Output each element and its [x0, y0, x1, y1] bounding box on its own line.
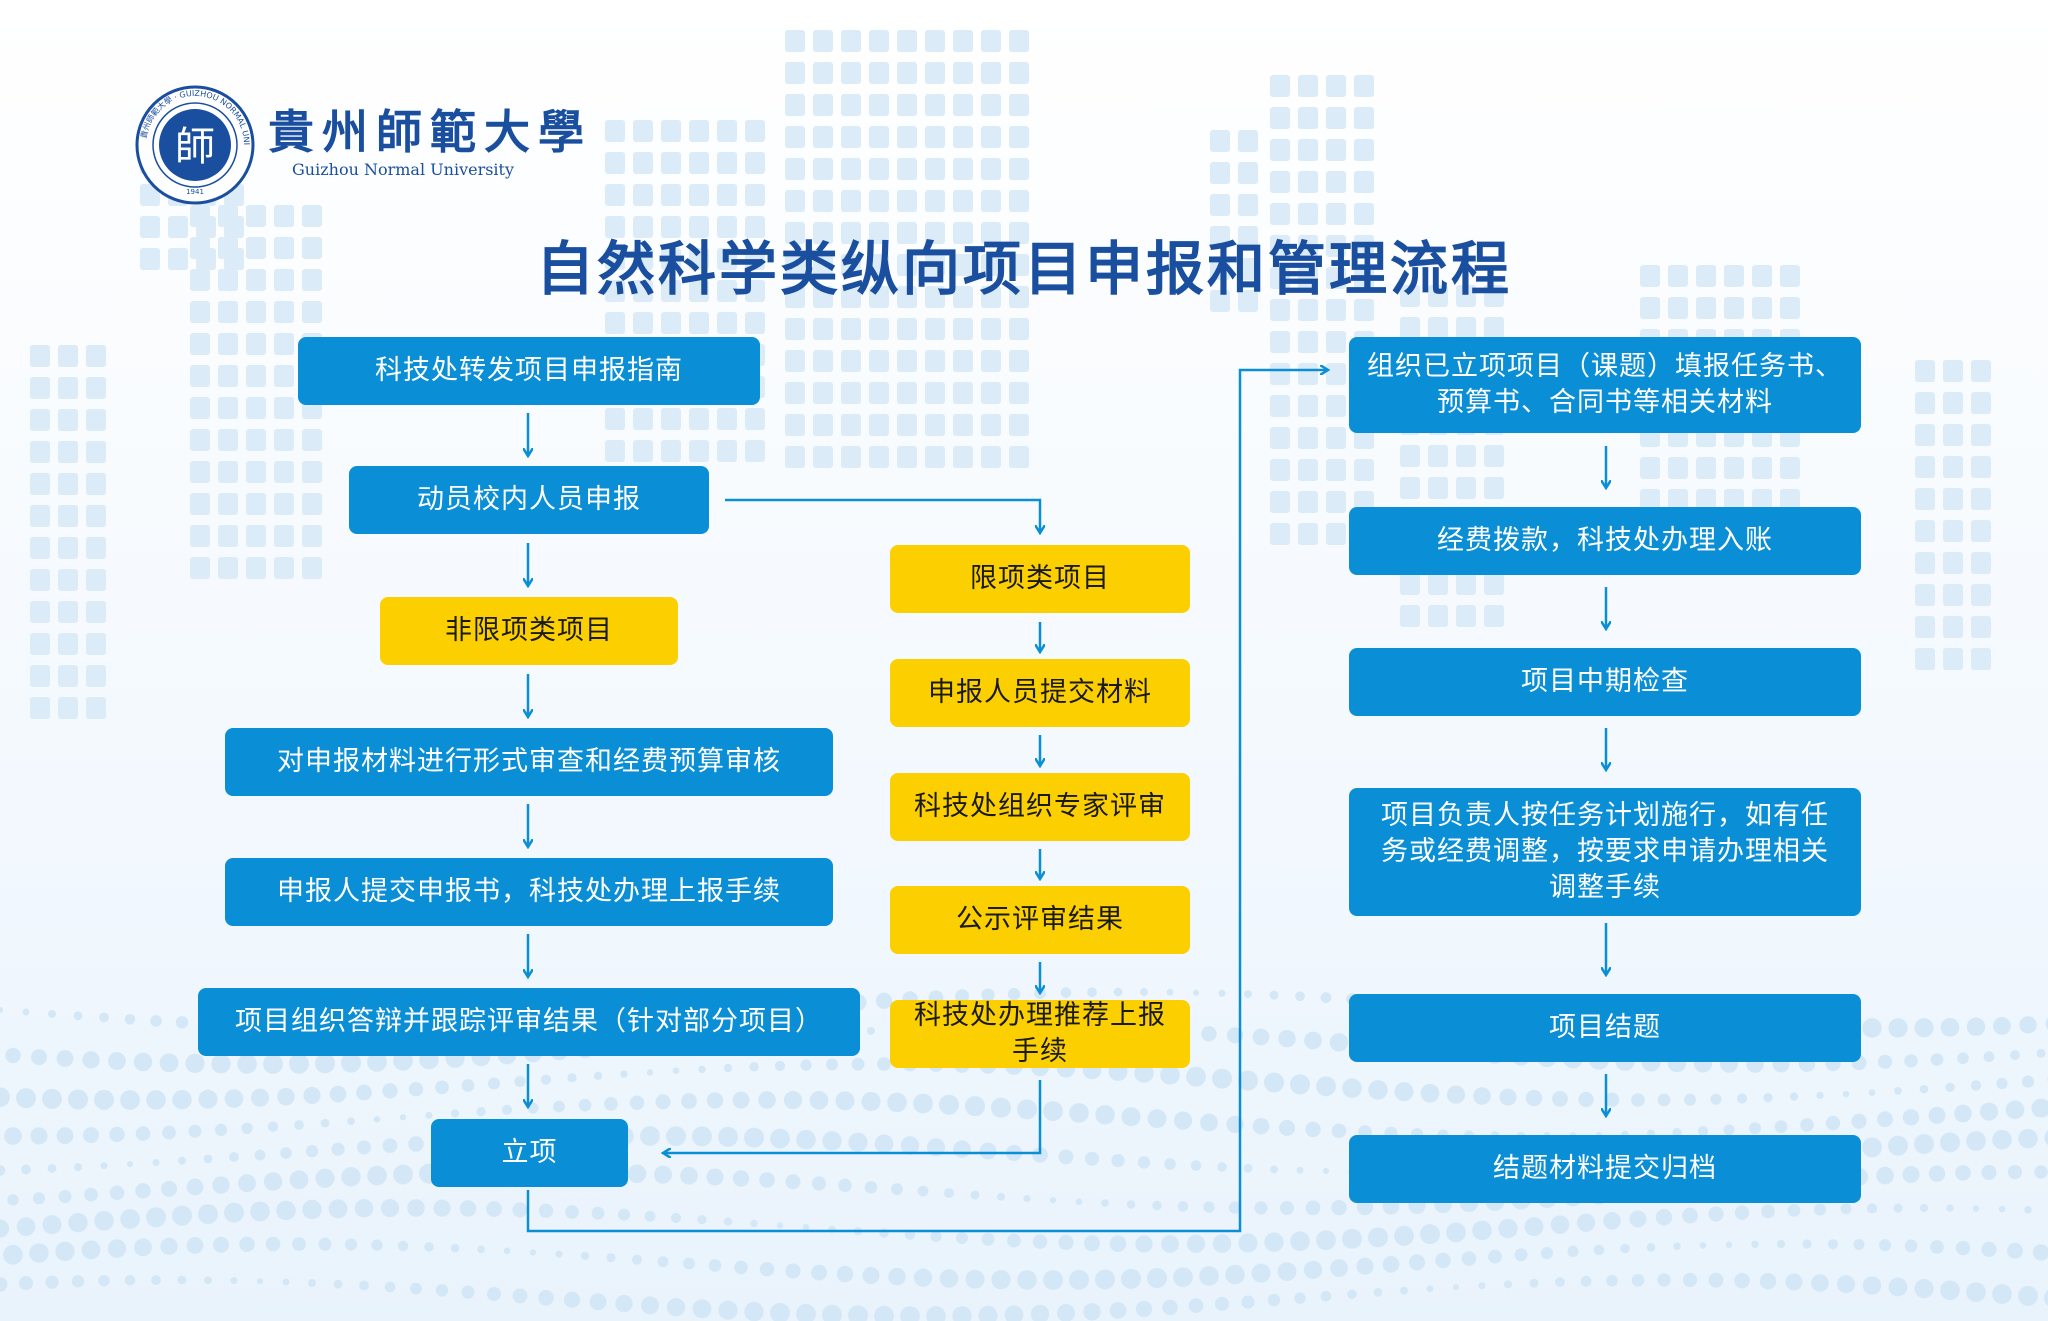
arrow-approval-to-task	[526, 370, 1328, 1233]
step-project-closure: 项目结题	[1349, 994, 1861, 1062]
step-fill-task-documents: 组织已立项项目（课题）填报任务书、 预算书、合同书等相关材料	[1349, 337, 1861, 433]
page-title: 自然科学类纵向项目申报和管理流程	[535, 235, 1512, 303]
step-mobilize-application: 动员校内人员申报	[349, 466, 709, 534]
step-archive-materials: 结题材料提交归档	[1349, 1135, 1861, 1203]
university-seal-emblem: 師 1941 貴州師範大學 · GUIZHOU NORMAL UNIVERSIT…	[134, 84, 255, 205]
step-fill-task-documents-line1: 组织已立项项目（课题）填报任务书、	[1367, 351, 1843, 382]
step-expert-review: 科技处组织专家评审	[890, 773, 1190, 841]
university-name-english: Guizhou Normal University	[292, 160, 515, 179]
step-defense-tracking: 项目组织答辩并跟踪评审结果（针对部分项目）	[198, 988, 860, 1056]
step-non-limited-project: 非限项类项目	[380, 597, 678, 665]
step-execute-plan-line2: 务或经费调整，按要求申请办理相关	[1381, 836, 1829, 867]
step-submit-materials: 申报人员提交材料	[890, 659, 1190, 727]
arrow-branch-to-limited	[725, 498, 1040, 533]
step-execute-plan-line1: 项目负责人按任务计划施行，如有任	[1381, 800, 1829, 831]
step-forward-application-guide: 科技处转发项目申报指南	[298, 337, 760, 405]
step-publish-results: 公示评审结果	[890, 886, 1190, 954]
arrow-recommend-to-approval	[663, 1080, 1042, 1153]
step-execute-plan: 项目负责人按任务计划施行，如有任 务或经费调整，按要求申请办理相关 调整手续	[1349, 788, 1861, 916]
step-recommend-submit: 科技处办理推荐上报手续	[890, 1000, 1190, 1068]
step-execute-plan-line3: 调整手续	[1549, 872, 1661, 903]
step-funding-allocation: 经费拨款，科技处办理入账	[1349, 507, 1861, 575]
step-formal-review-budget: 对申报材料进行形式审查和经费预算审核	[225, 728, 833, 796]
step-approval: 立项	[431, 1119, 628, 1187]
step-limited-project: 限项类项目	[890, 545, 1190, 613]
seal-character: 師	[175, 124, 215, 170]
step-midterm-check: 项目中期检查	[1349, 648, 1861, 716]
university-name-chinese: 貴州師範大學	[268, 105, 592, 159]
step-fill-task-documents-line2: 预算书、合同书等相关材料	[1437, 387, 1773, 418]
step-submit-application: 申报人提交申报书，科技处办理上报手续	[225, 858, 833, 926]
seal-year: 1941	[186, 188, 204, 196]
